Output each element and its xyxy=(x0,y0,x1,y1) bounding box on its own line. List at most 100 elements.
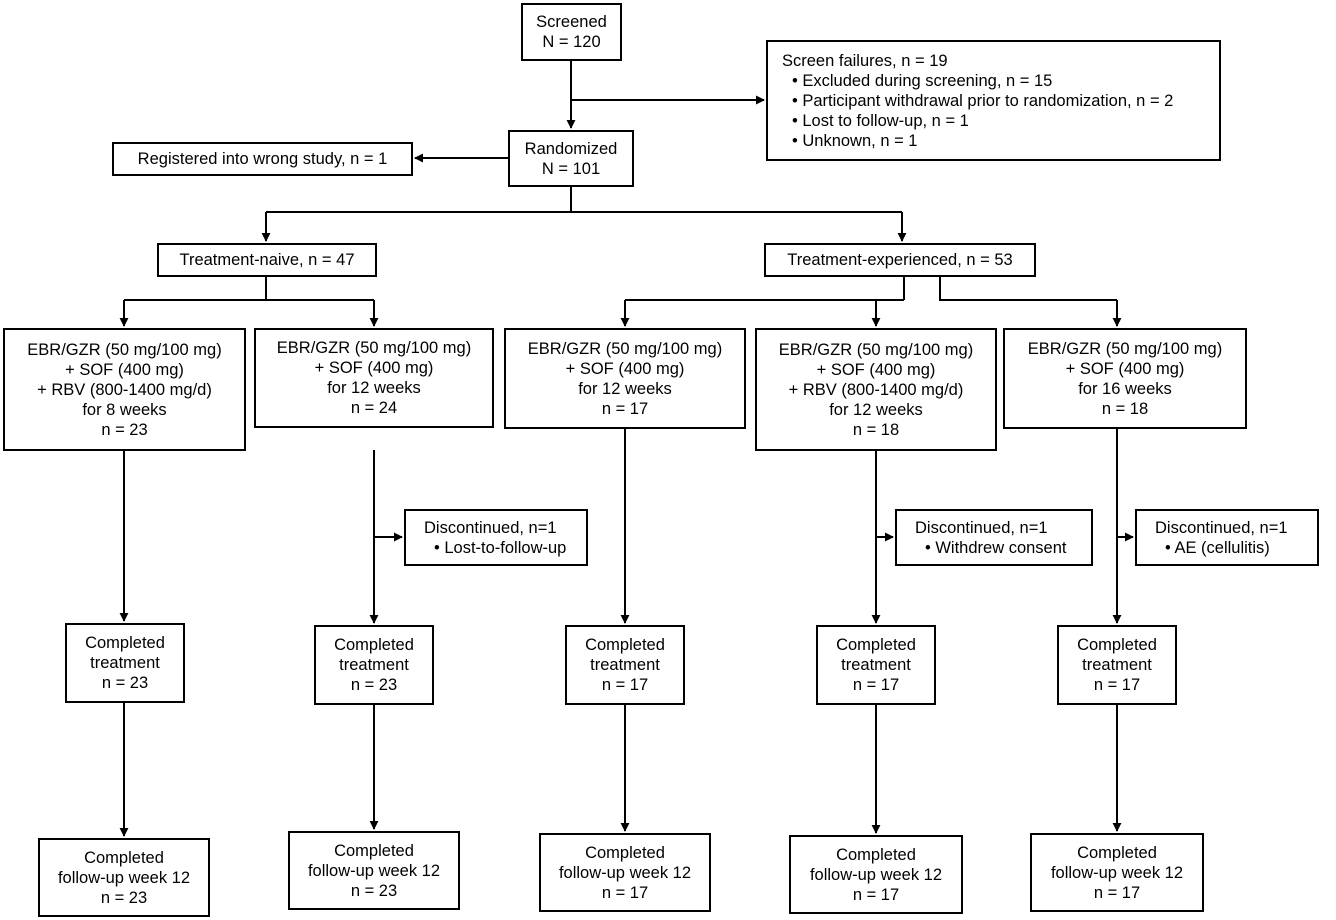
line: EBR/GZR (50 mg/100 mg) xyxy=(27,340,222,359)
line: follow-up week 12 xyxy=(558,863,692,882)
bullet-item: • AE (cellulitis) xyxy=(1165,538,1270,557)
box-discontinued-arm4: Discontinued, n=1 • Withdrew consent xyxy=(895,509,1093,566)
line: EBR/GZR (50 mg/100 mg) xyxy=(778,340,974,359)
bullet-item: • Lost to follow-up, n = 1 xyxy=(792,111,969,130)
box-wrong-study: Registered into wrong study, n = 1 xyxy=(112,142,413,176)
line: + RBV (800-1400 mg/d) xyxy=(37,380,212,399)
box-discontinued-arm5: Discontinued, n=1 • AE (cellulitis) xyxy=(1135,509,1319,566)
line: treatment xyxy=(339,656,409,674)
line: EBR/GZR (50 mg/100 mg) xyxy=(1027,339,1223,358)
heading: Screen failures, n = 19 xyxy=(782,51,948,70)
line: EBR/GZR (50 mg/100 mg) xyxy=(276,339,472,357)
line: Completed xyxy=(585,636,665,654)
line: Completed xyxy=(84,848,164,867)
heading: Discontinued, n=1 xyxy=(424,518,557,537)
label: Randomized xyxy=(524,139,618,158)
line: n = 17 xyxy=(852,885,900,904)
line: n = 17 xyxy=(852,676,900,694)
box-arm3: EBR/GZR (50 mg/100 mg) + SOF (400 mg) fo… xyxy=(504,328,746,429)
line: for 8 weeks xyxy=(82,400,167,419)
count: N = 101 xyxy=(541,159,601,178)
box-followup-arm1: Completed follow-up week 12 n = 23 xyxy=(38,838,210,917)
line: for 16 weeks xyxy=(1078,379,1172,398)
line: + SOF (400 mg) xyxy=(565,359,685,378)
line: n = 18 xyxy=(852,420,900,439)
line-naive-split xyxy=(124,276,374,301)
label: Treatment-naive, n = 47 xyxy=(179,251,355,269)
line: n = 17 xyxy=(601,883,649,902)
label: Screened xyxy=(536,13,607,31)
line: follow-up week 12 xyxy=(809,865,943,884)
line: for 12 weeks xyxy=(578,379,672,398)
line: treatment xyxy=(90,654,160,672)
heading: Discontinued, n=1 xyxy=(915,518,1048,537)
line: follow-up week 12 xyxy=(1050,863,1184,882)
line: n = 17 xyxy=(601,399,649,418)
line: + SOF (400 mg) xyxy=(314,359,434,377)
box-arm1: EBR/GZR (50 mg/100 mg) + SOF (400 mg) + … xyxy=(3,328,246,451)
line: n = 23 xyxy=(350,881,398,900)
line: treatment xyxy=(1082,656,1152,674)
line: n = 23 xyxy=(350,676,398,694)
box-followup-arm3: Completed follow-up week 12 n = 17 xyxy=(539,833,711,912)
line: Completed xyxy=(334,636,414,654)
line: follow-up week 12 xyxy=(307,861,441,880)
line: follow-up week 12 xyxy=(57,868,191,887)
line: Completed xyxy=(836,636,916,654)
box-randomized: Randomized N = 101 xyxy=(508,130,634,187)
bullet-item: • Lost-to-follow-up xyxy=(434,538,567,557)
line: Completed xyxy=(1077,843,1157,862)
box-completed-treatment-arm3: Completed treatment n = 17 xyxy=(565,625,685,705)
line-experienced-split-a xyxy=(625,276,905,301)
bullet-item: • Excluded during screening, n = 15 xyxy=(792,71,1053,90)
line: Completed xyxy=(85,634,165,652)
line: n = 18 xyxy=(1101,399,1149,418)
label: Registered into wrong study, n = 1 xyxy=(137,150,388,168)
box-treatment-experienced: Treatment-experienced, n = 53 xyxy=(764,243,1036,277)
line: Completed xyxy=(585,843,665,862)
line: n = 23 xyxy=(101,420,148,439)
line: for 12 weeks xyxy=(327,379,421,397)
line: n = 23 xyxy=(100,888,148,907)
box-followup-arm2: Completed follow-up week 12 n = 23 xyxy=(288,831,460,910)
box-screened: Screened N = 120 xyxy=(521,3,622,61)
line: Completed xyxy=(1077,636,1157,654)
line-randomized-split xyxy=(266,186,902,213)
line: treatment xyxy=(841,656,911,674)
box-followup-arm5: Completed follow-up week 12 n = 17 xyxy=(1030,833,1204,912)
box-arm5: EBR/GZR (50 mg/100 mg) + SOF (400 mg) fo… xyxy=(1003,328,1247,429)
line: + SOF (400 mg) xyxy=(816,360,936,379)
box-treatment-naive: Treatment-naive, n = 47 xyxy=(157,243,377,277)
line: n = 23 xyxy=(101,674,149,692)
bullet-item: • Unknown, n = 1 xyxy=(792,131,918,150)
box-completed-treatment-arm4: Completed treatment n = 17 xyxy=(816,625,936,705)
line: n = 17 xyxy=(1093,883,1141,902)
line-experienced-split-b xyxy=(939,276,1117,301)
box-completed-treatment-arm1: Completed treatment n = 23 xyxy=(65,623,185,703)
line: n = 17 xyxy=(601,676,649,694)
line: + RBV (800-1400 mg/d) xyxy=(788,380,964,399)
bullet-item: • Participant withdrawal prior to random… xyxy=(792,91,1174,110)
box-followup-arm4: Completed follow-up week 12 n = 17 xyxy=(789,835,963,914)
line: n = 24 xyxy=(350,399,398,417)
box-screen-failures: Screen failures, n = 19 • Excluded durin… xyxy=(766,40,1221,161)
line: treatment xyxy=(590,656,660,674)
bullet-item: • Withdrew consent xyxy=(925,538,1067,557)
line: + SOF (400 mg) xyxy=(65,360,184,379)
box-completed-treatment-arm5: Completed treatment n = 17 xyxy=(1057,625,1177,705)
box-discontinued-arm2: Discontinued, n=1 • Lost-to-follow-up xyxy=(404,509,588,566)
count: N = 120 xyxy=(542,33,601,51)
label: Treatment-experienced, n = 53 xyxy=(787,251,1013,269)
line: n = 17 xyxy=(1093,676,1141,694)
line: Completed xyxy=(836,845,916,864)
line: Completed xyxy=(334,841,414,860)
box-completed-treatment-arm2: Completed treatment n = 23 xyxy=(314,625,434,705)
line: + SOF (400 mg) xyxy=(1065,359,1185,378)
heading: Discontinued, n=1 xyxy=(1155,518,1288,537)
box-arm2: EBR/GZR (50 mg/100 mg) + SOF (400 mg) fo… xyxy=(254,328,494,428)
line: EBR/GZR (50 mg/100 mg) xyxy=(527,339,723,358)
line: for 12 weeks xyxy=(829,400,923,419)
box-arm4: EBR/GZR (50 mg/100 mg) + SOF (400 mg) + … xyxy=(755,328,997,451)
